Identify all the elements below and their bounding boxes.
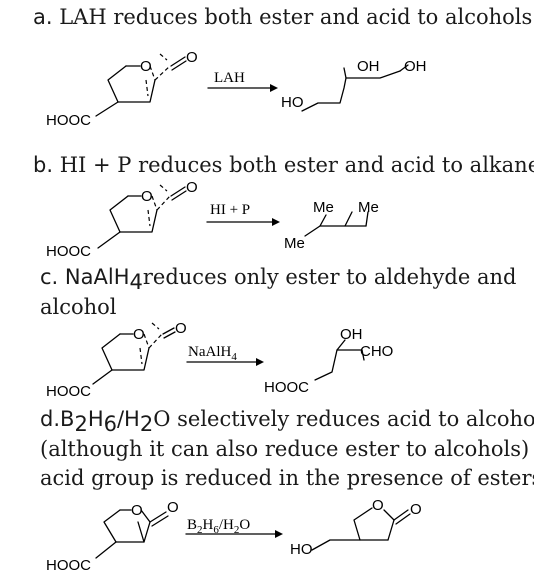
reagent-label: HI + P (210, 202, 250, 218)
ring-oxygen: O (133, 326, 145, 343)
carbonyl-oxygen: O (175, 320, 187, 337)
product-oh-2: OH (404, 58, 427, 75)
section-c-heading-line2: alcohol (40, 295, 117, 319)
section-d-product: HO O O (290, 497, 422, 558)
section-a-product: HO OH OH (281, 58, 427, 112)
acid-label: HOOC (46, 243, 91, 260)
section-d-heading-line3: acid group is reduced in the presence of… (40, 466, 534, 490)
section-b-arrow: HI + P (206, 202, 280, 226)
section-c-heading: c. NaAlH4reduces only ester to aldehyde … (40, 265, 516, 294)
reagent-label: NaAlH4 (188, 344, 237, 363)
carbonyl-oxygen: O (410, 501, 422, 518)
product-me-3: Me (284, 235, 305, 252)
ring-oxygen: O (140, 58, 152, 75)
product-me-1: Me (313, 199, 334, 216)
acid-label: HOOC (46, 557, 91, 574)
acid-label: HOOC (46, 383, 91, 400)
ring-oxygen: O (372, 497, 384, 514)
product-ho: HO (281, 94, 304, 111)
product-acid: HOOC (264, 379, 309, 396)
acid-label: HOOC (46, 112, 91, 129)
section-c-arrow: NaAlH4 (186, 344, 264, 366)
product-oh-1: OH (357, 58, 380, 75)
section-b-heading: b. HI + P reduces both ester and acid to… (33, 153, 534, 177)
section-a-reactant: O O HOOC (46, 49, 198, 129)
product-ho: HO (290, 541, 313, 558)
section-c-reactant: O O HOOC (46, 320, 187, 400)
section-d-heading: d.B2H6/H2O selectively reduces acid to a… (40, 407, 534, 436)
section-b: b. HI + P reduces both ester and acid to… (33, 153, 534, 260)
carbonyl-oxygen: O (186, 179, 198, 196)
reagent-label: B2H6/H2O (187, 517, 250, 536)
section-b-reactant: O O HOOC (46, 179, 198, 260)
product-me-2: Me (358, 199, 379, 216)
section-a: a. LAH reduces both ester and acid to al… (33, 5, 532, 129)
section-c-product: OH CHO HOOC (264, 326, 393, 396)
section-d-reactant: O O HOOC (46, 499, 179, 574)
section-c: c. NaAlH4reduces only ester to aldehyde … (40, 265, 516, 400)
ring-oxygen: O (131, 502, 143, 519)
section-d: d.B2H6/H2O selectively reduces acid to a… (40, 407, 534, 574)
section-d-arrow: B2H6/H2O (185, 517, 283, 538)
product-oh: OH (340, 326, 363, 343)
carbonyl-oxygen: O (167, 499, 179, 516)
section-a-arrow: LAH (207, 70, 278, 92)
section-b-product: Me Me Me (284, 199, 379, 252)
section-d-heading-line2: (although it can also reduce ester to al… (40, 437, 534, 461)
ring-oxygen: O (141, 188, 153, 205)
section-a-heading: a. LAH reduces both ester and acid to al… (33, 5, 532, 29)
product-cho: CHO (360, 343, 393, 360)
reagent-label: LAH (214, 70, 245, 86)
carbonyl-oxygen: O (186, 49, 198, 66)
